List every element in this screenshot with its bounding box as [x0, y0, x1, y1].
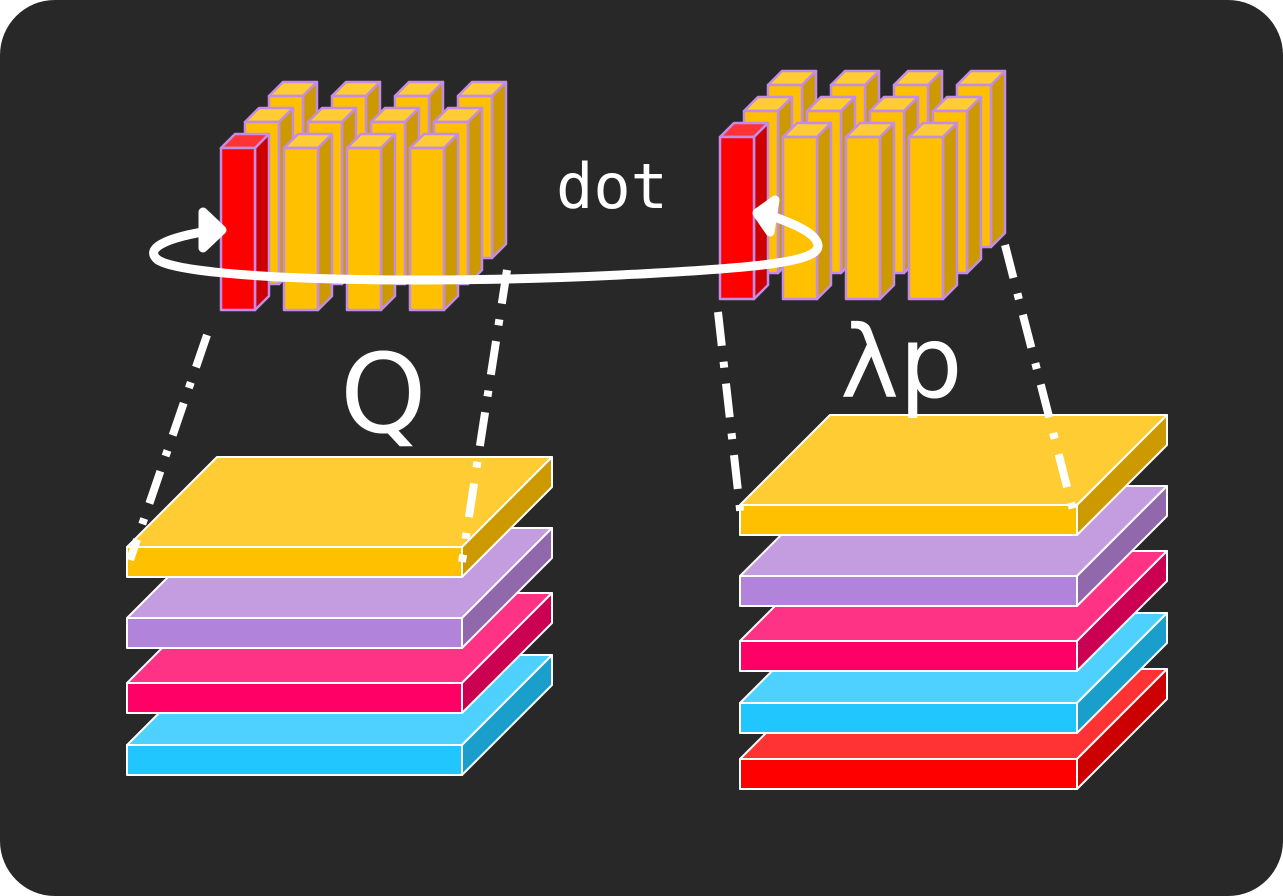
arrowhead-right [752, 195, 780, 237]
right-slab-red-front [739, 758, 1078, 790]
right-slab-cyan-front [739, 702, 1078, 734]
left-bar-r2-c3 [408, 132, 460, 312]
right-highlight-bar [718, 121, 770, 301]
right-bar-r2-c3-side [941, 121, 959, 301]
right-bar-r2-c2-side [878, 121, 896, 301]
right-slab-yellow-front [739, 504, 1078, 536]
right-slab-yellow [739, 414, 1168, 536]
left-bar-r2-c1-front [282, 146, 320, 312]
left-bar-r0-c3-side [490, 80, 508, 260]
left-bar-r2-c1 [282, 132, 334, 312]
right-slab-pink-front [739, 640, 1078, 672]
dot-arc [149, 207, 823, 285]
left-slab-yellow-front [126, 546, 463, 578]
connector-right-inner [714, 311, 745, 519]
right-bar-r1-c3-side [965, 95, 983, 275]
left-bar-r2-c0-side [253, 132, 271, 312]
connector-right-outer [1001, 244, 1079, 519]
left-slab-pink-front [126, 682, 463, 714]
connector-left-outer [126, 333, 211, 562]
left-bar-r2-c2-front [345, 146, 383, 312]
right-bar-r2-c0-front [718, 135, 756, 301]
right-slab-purple-front [739, 575, 1078, 607]
right-layer-stack [739, 414, 1168, 790]
connector-left-inner [458, 269, 511, 563]
right-bar-r2-c1-side [815, 121, 833, 301]
left-highlight-bar [219, 132, 271, 312]
left-bar-r2-c1-side [316, 132, 334, 312]
right-bar-r0-c3-side [989, 69, 1007, 249]
right-bar-r2-c1 [781, 121, 833, 301]
left-slab-cyan-front [126, 744, 463, 776]
left-bar-r2-c2 [345, 132, 397, 312]
left-slab-yellow [126, 456, 553, 578]
right-bar-r2-c2 [844, 121, 896, 301]
dot-label: dot [556, 150, 668, 223]
right-bar-r2-c3 [907, 121, 959, 301]
left-bar-r1-c3-side [466, 106, 484, 286]
right-bar-r2-c2-front [844, 135, 882, 301]
connector-lines [126, 244, 1079, 563]
arrowhead-left [198, 207, 227, 253]
left-bar-r2-c3-front [408, 146, 446, 312]
left-slab-purple-front [126, 617, 463, 649]
q-label: Q [340, 330, 427, 458]
right-bar-r2-c3-front [907, 135, 945, 301]
lambda-p-label: λp [840, 304, 963, 421]
left-layer-stack [126, 456, 553, 776]
dot-product-arrow [149, 195, 823, 285]
